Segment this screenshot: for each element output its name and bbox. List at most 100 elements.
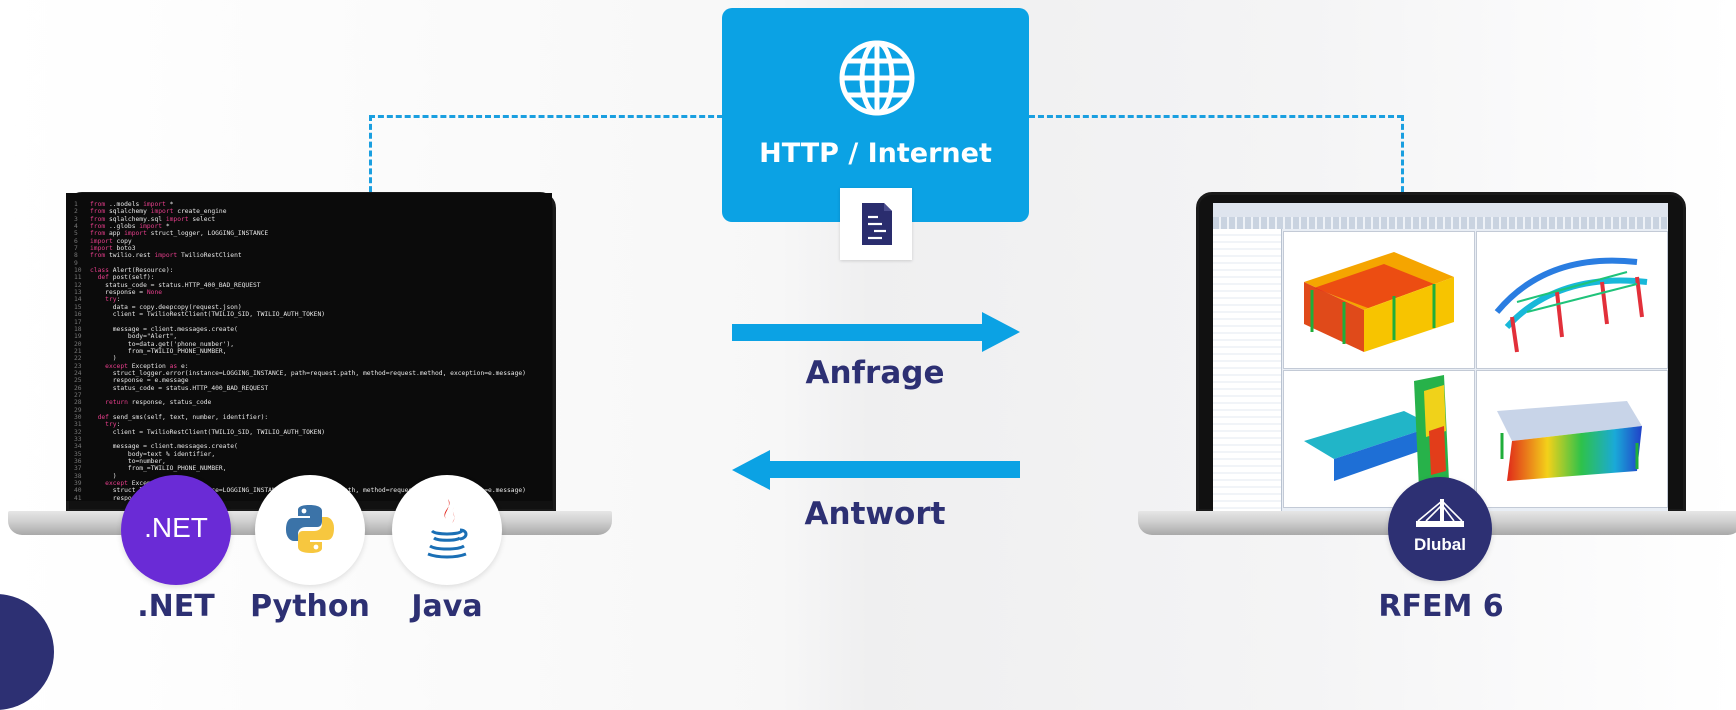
- code-line-text: def send_sms(self, text, number, identif…: [97, 413, 269, 421]
- bridge-icon: [1414, 497, 1466, 533]
- code-line-text: to=number,: [90, 458, 166, 466]
- code-line: 26 status_code = status.HTTP_400_BAD_REQ…: [74, 384, 269, 392]
- code-line-text: client = TwilioRestClient(TWILIO_SID, TW…: [90, 428, 326, 436]
- code-line: 19 body="Alert",: [74, 333, 178, 341]
- dashed-connector-right-horizontal: [1029, 115, 1403, 118]
- code-line-text: class Alert(Resource):: [90, 267, 174, 275]
- code-line: 21 from_=TWILIO_PHONE_NUMBER,: [74, 347, 227, 355]
- code-line: 17: [74, 318, 82, 326]
- request-label: Anfrage: [805, 355, 945, 391]
- http-internet-label: HTTP / Internet: [759, 138, 992, 169]
- code-line-text: import boto3: [90, 245, 136, 253]
- rfem-view-4: [1476, 370, 1668, 508]
- code-line-text: from sqlalchemy import create_engine: [90, 208, 227, 216]
- rfem-menu-bar: [1213, 203, 1668, 218]
- java-logo: [392, 475, 502, 585]
- code-line-text: body="Alert",: [90, 333, 178, 341]
- code-line: 38 ): [74, 472, 117, 480]
- code-line-text: body=text % identifier,: [90, 450, 216, 458]
- code-line: 9: [74, 259, 78, 267]
- python-icon: [284, 503, 336, 559]
- code-line-text: from app import struct_logger, LOGGING_I…: [90, 230, 269, 238]
- code-line-text: from twilio.rest import TwilioRestClient: [90, 252, 242, 260]
- code-line-text: struct_logger.error(instance=LOGGING_INS…: [90, 369, 526, 377]
- code-line-text: response = None: [90, 289, 163, 297]
- code-line: 24 struct_logger.error(instance=LOGGING_…: [74, 369, 526, 377]
- code-line-text: from ..globs import *: [90, 223, 170, 231]
- code-line-text: return response, status_code: [105, 399, 212, 407]
- code-line: 15 data = copy.deepcopy(request.json): [74, 303, 242, 311]
- dotnet-logo: .NET: [121, 475, 231, 585]
- dashed-connector-left-horizontal: [369, 115, 723, 118]
- code-line-text: from_=TWILIO_PHONE_NUMBER,: [90, 465, 227, 473]
- code-line: 13 response = None: [74, 289, 163, 297]
- code-line: 11 def post(self):: [74, 274, 155, 282]
- code-line-text: response = e.message: [90, 377, 189, 385]
- code-line: 12 status_code = status.HTTP_400_BAD_REQ…: [74, 281, 261, 289]
- dashed-connector-right-vertical: [1401, 115, 1404, 201]
- code-line: 34 message = client.messages.create(: [74, 443, 238, 451]
- rfem-view-1: [1283, 231, 1475, 369]
- rfem-toolbar: [1213, 217, 1668, 229]
- code-line: 31 try:: [74, 421, 121, 429]
- code-line-text: ): [90, 472, 117, 480]
- code-line-text: from sqlalchemy.sql import select: [90, 215, 216, 223]
- code-line-text: except Exception as e:: [105, 362, 189, 370]
- code-line-text: from_=TWILIO_PHONE_NUMBER,: [90, 347, 227, 355]
- code-line-text: message = client.messages.create(: [90, 443, 238, 451]
- rfem-view-2: [1476, 231, 1668, 369]
- code-line-text: try:: [105, 296, 121, 304]
- response-arrow-icon: [732, 450, 1020, 494]
- code-line: 25 response = e.message: [74, 377, 189, 385]
- python-logo: [255, 475, 365, 585]
- python-label: Python: [250, 589, 370, 624]
- code-line: 27: [74, 391, 82, 399]
- code-line: 37 from_=TWILIO_PHONE_NUMBER,: [74, 465, 227, 473]
- rfem-application-window: [1213, 203, 1668, 511]
- document-icon: [856, 201, 896, 251]
- code-line-text: try:: [105, 421, 121, 429]
- dlubal-logo: Dlubal: [1388, 477, 1492, 581]
- dlubal-logo-text: Dlubal: [1414, 535, 1466, 554]
- code-line-text: def post(self):: [97, 274, 155, 282]
- java-icon: [422, 497, 472, 565]
- code-line: 16 client = TwilioRestClient(TWILIO_SID,…: [74, 311, 326, 319]
- http-internet-box: HTTP / Internet: [722, 8, 1029, 222]
- dotnet-logo-text: .NET: [144, 512, 208, 543]
- code-line: 28 return response, status_code: [74, 399, 212, 407]
- request-arrow-icon: [732, 312, 1020, 356]
- decorative-circle: [0, 594, 54, 710]
- rfem-navigator-panel: [1213, 229, 1282, 511]
- code-line-text: status_code = status.HTTP_400_BAD_REQUES…: [90, 281, 261, 289]
- java-label: Java: [411, 589, 483, 624]
- document-card: [840, 188, 912, 260]
- code-line-text: message = client.messages.create(: [90, 325, 238, 333]
- code-line: 23 except Exception as e:: [74, 362, 189, 370]
- code-line: 35 body=text % identifier,: [74, 450, 216, 458]
- code-line-text: client = TwilioRestClient(TWILIO_SID, TW…: [90, 311, 326, 319]
- code-line: 18 message = client.messages.create(: [74, 325, 238, 333]
- code-line-text: data = copy.deepcopy(request.json): [90, 303, 242, 311]
- code-line-text: to=data.get('phone_number'),: [90, 340, 235, 348]
- code-line: 33: [74, 436, 82, 443]
- dashed-connector-left-vertical: [369, 115, 372, 201]
- code-line: 36 to=number,: [74, 458, 166, 466]
- globe-icon: [837, 38, 917, 122]
- code-line: 32 client = TwilioRestClient(TWILIO_SID,…: [74, 428, 326, 436]
- code-line: 30 def send_sms(self, text, number, iden…: [74, 413, 269, 421]
- code-line-text: status_code = status.HTTP_400_BAD_REQUES…: [90, 384, 269, 392]
- code-line-text: ): [90, 355, 117, 363]
- code-line-text: import copy: [90, 237, 132, 245]
- code-line: 14 try:: [74, 296, 121, 304]
- dotnet-label: .NET: [137, 589, 215, 624]
- rfem-label: RFEM 6: [1378, 589, 1504, 624]
